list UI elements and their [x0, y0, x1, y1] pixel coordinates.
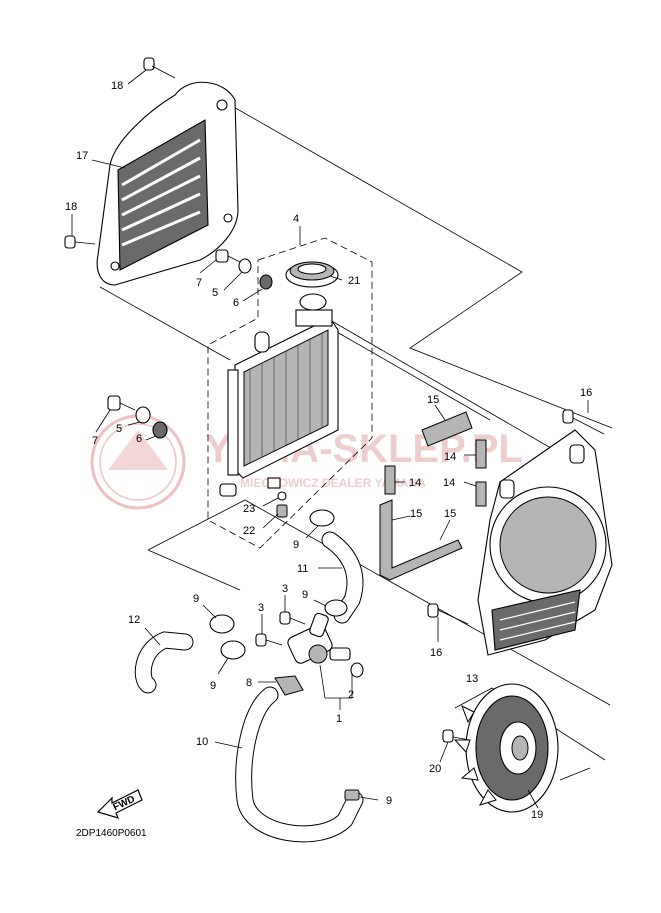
callout-15-upper: 15 [427, 394, 439, 406]
hose-clamp-left-upper [202, 604, 235, 634]
radiator [219, 293, 339, 497]
hose-12 [134, 627, 194, 694]
fwd-label: FWD [112, 794, 137, 814]
yamaha-ring-logo [90, 414, 186, 510]
callout-11: 11 [297, 563, 308, 575]
callout-1: 1 [336, 713, 342, 725]
hose-10 [214, 686, 364, 843]
left-bolt-set [95, 395, 168, 441]
callout-9-radiator: 9 [293, 539, 299, 551]
callout-19: 19 [531, 809, 543, 821]
callout-9-left-upper: 9 [193, 593, 199, 605]
callout-6-left: 6 [136, 433, 142, 445]
callout-4: 4 [293, 213, 299, 225]
hose-clamp-bottom [344, 789, 379, 801]
callout-6-upper: 6 [233, 297, 239, 309]
callout-18-top: 18 [111, 80, 123, 92]
bolt-16-bottom [427, 603, 469, 642]
callout-leaders [91, 159, 591, 781]
fwd-arrow-icon: FWD [96, 789, 143, 819]
radiator-cover [96, 81, 239, 286]
callout-14-middle: 14 [409, 477, 421, 489]
callout-10: 10 [196, 736, 208, 748]
thermostat-housing [287, 612, 353, 710]
callout-16-upper: 16 [580, 387, 592, 399]
callout-2: 2 [348, 689, 354, 701]
diagram-code: 2DP1460P0601 [76, 828, 147, 839]
bolt-18-top [127, 57, 176, 85]
callout-3-lower: 3 [258, 602, 264, 614]
hose-clamp-left-lower [217, 640, 246, 675]
callout-13: 13 [466, 673, 478, 685]
callout-3-upper: 3 [282, 583, 288, 595]
bolt-18-left [64, 214, 96, 249]
callout-7-upper: 7 [196, 277, 202, 289]
hose-clamp-hose11 [313, 599, 348, 617]
fan-shroud [477, 429, 613, 656]
callout-9-left-lower: 9 [210, 680, 216, 692]
callout-15-right: 15 [444, 508, 456, 520]
callout-9-bottom: 9 [386, 795, 392, 807]
callout-18-left: 18 [65, 201, 77, 213]
callout-5-upper: 5 [212, 287, 218, 299]
callout-9-hose11: 9 [302, 589, 308, 601]
radiator-group-outline [207, 237, 373, 549]
callout-21: 21 [348, 275, 360, 287]
foam-strips [379, 404, 487, 581]
callout-8: 8 [246, 677, 252, 689]
drain-plug [262, 491, 288, 529]
callout-16-lower: 16 [430, 647, 442, 659]
callout-7-left: 7 [92, 435, 98, 447]
callout-17: 17 [76, 150, 88, 162]
callout-22: 22 [243, 525, 255, 537]
bracket-8 [258, 675, 304, 696]
watermark-tagline: MIECHOWICZ DEALER YAMAHA [240, 476, 426, 490]
callout-23: 23 [243, 503, 255, 515]
hose-clamp-radiator [305, 509, 335, 539]
cooling-fan [453, 683, 559, 813]
callout-5-left: 5 [116, 423, 122, 435]
bolt-20 [439, 729, 471, 763]
bolt-3-upper [279, 595, 306, 625]
callout-12: 12 [128, 614, 140, 626]
radiator-cap [285, 261, 339, 288]
upper-bolt-set [199, 249, 273, 302]
callout-14-upper: 14 [444, 451, 456, 463]
bolt-16-top [562, 400, 605, 435]
callout-15-left: 15 [410, 508, 422, 520]
bolt-3-lower [255, 614, 283, 647]
callout-14-lower: 14 [443, 477, 455, 489]
hose-11 [318, 531, 364, 624]
callout-numbers: 1 2 3 3 4 5 5 6 6 7 7 8 9 9 9 9 9 10 11 … [65, 80, 592, 821]
callout-20: 20 [429, 763, 441, 775]
o-ring [350, 662, 364, 678]
